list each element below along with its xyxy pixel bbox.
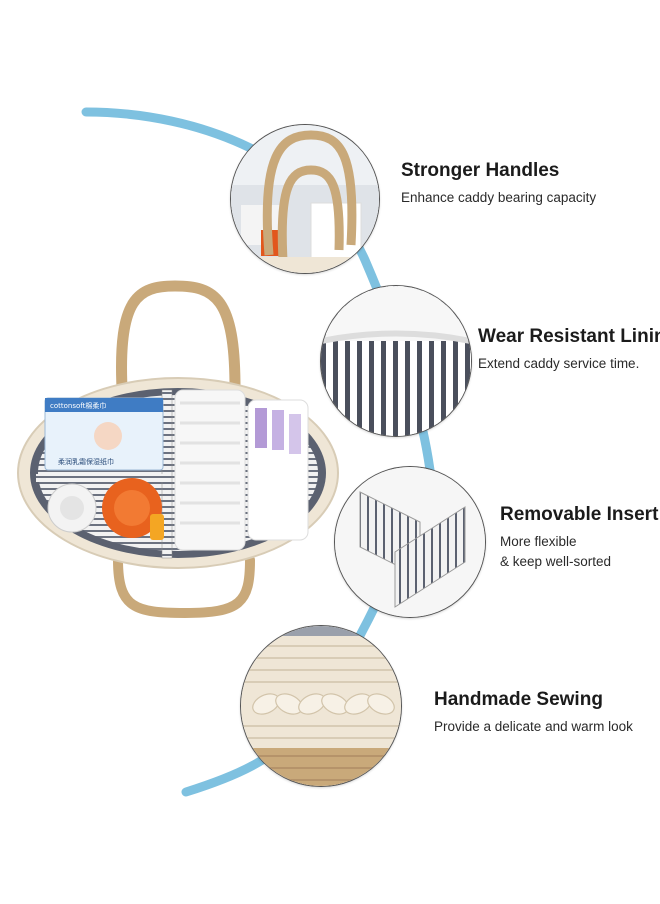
feature-removable-insert: Removable Insert More flexible & keep we… [500,504,658,572]
handles-closeup-image [230,124,380,274]
feature-title: Wear Resistant Lining [478,326,660,347]
feature-wear-resistant-lining: Wear Resistant Lining Extend caddy servi… [478,326,660,374]
feature-title: Stronger Handles [401,160,560,181]
lining-closeup-image [320,285,472,437]
wipes-brand: cottonsoft棉柔巾 [50,401,106,410]
feature-desc: Extend caddy service time. [478,356,640,371]
wipes-text: 柔润乳霜保湿纸巾 [58,457,114,466]
feature-desc-line: & keep well-sorted [500,554,612,569]
feature-handmade-sewing: Handmade Sewing Provide a delicate and w… [434,689,633,737]
feature-desc-line: More flexible [500,534,577,549]
feature-title: Removable Insert [500,504,659,525]
insert-closeup-image [334,466,486,618]
diaper-caddy-image: cottonsoft棉柔巾 柔润乳霜保湿纸巾 [10,278,340,623]
feature-desc: Provide a delicate and warm look [434,719,633,734]
feature-stronger-handles: Stronger Handles Enhance caddy bearing c… [401,160,596,208]
feature-desc: Enhance caddy bearing capacity [401,190,597,205]
sewing-closeup-image [240,625,402,787]
feature-desc: More flexible & keep well-sorted [500,532,658,572]
feature-title: Handmade Sewing [434,689,603,710]
